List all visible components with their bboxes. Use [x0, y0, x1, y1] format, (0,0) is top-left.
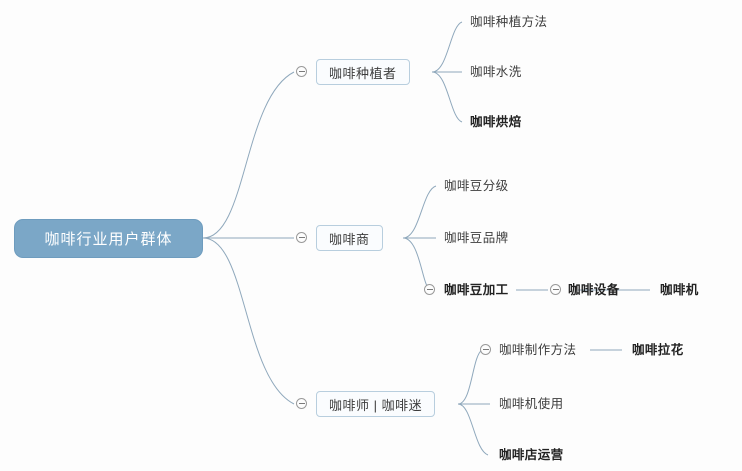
collapse-minus-icon-b3-child-1[interactable]	[480, 344, 491, 355]
collapse-minus-icon-branch-2[interactable]	[296, 232, 307, 243]
collapse-minus-icon-coffee-equipment[interactable]	[550, 284, 561, 295]
collapse-minus-icon-branch-3[interactable]	[296, 398, 307, 409]
edge-b3-child-3	[457, 403, 489, 456]
edge-b1-child-3	[431, 71, 463, 123]
leaf-node-b2-2[interactable]: 咖啡豆品牌	[444, 231, 509, 245]
leaf-node-b1-2[interactable]: 咖啡水洗	[470, 65, 522, 79]
branch-node-3[interactable]: 咖啡师 | 咖啡迷	[316, 391, 436, 417]
leaf-node-b2-1[interactable]: 咖啡豆分级	[444, 179, 509, 193]
collapse-minus-icon-branch-1[interactable]	[296, 66, 307, 77]
edge-b1-child-1	[431, 21, 463, 73]
edge-b2-child-3	[402, 237, 431, 291]
collapse-minus-icon-b2-child-3[interactable]	[424, 284, 435, 295]
branch-node-2-label: 咖啡商	[329, 231, 370, 247]
branch-node-1-label: 咖啡种植者	[329, 65, 397, 81]
leaf-node-b3-3[interactable]: 咖啡店运营	[499, 448, 564, 462]
leaf-node-latte-art[interactable]: 咖啡拉花	[632, 343, 684, 357]
edge-b3-child-1	[457, 349, 483, 405]
edge-root-to-branch-1	[202, 71, 295, 239]
branch-node-3-label: 咖啡师 | 咖啡迷	[329, 397, 423, 413]
root-node-label: 咖啡行业用户群体	[44, 231, 173, 248]
leaf-node-coffee-equipment[interactable]: 咖啡设备	[568, 283, 620, 297]
leaf-node-b3-1[interactable]: 咖啡制作方法	[499, 343, 577, 357]
leaf-node-b2-3[interactable]: 咖啡豆加工	[444, 283, 509, 297]
leaf-node-coffee-machine[interactable]: 咖啡机	[660, 283, 699, 297]
edge-root-to-branch-3	[202, 237, 295, 405]
leaf-node-b1-3[interactable]: 咖啡烘焙	[470, 115, 522, 129]
root-node[interactable]: 咖啡行业用户群体	[14, 219, 203, 258]
branch-node-1[interactable]: 咖啡种植者	[316, 59, 410, 85]
leaf-node-b3-2[interactable]: 咖啡机使用	[499, 397, 564, 411]
leaf-node-b1-1[interactable]: 咖啡种植方法	[470, 15, 548, 29]
branch-node-2[interactable]: 咖啡商	[316, 225, 383, 251]
edge-b2-child-1	[402, 185, 437, 239]
